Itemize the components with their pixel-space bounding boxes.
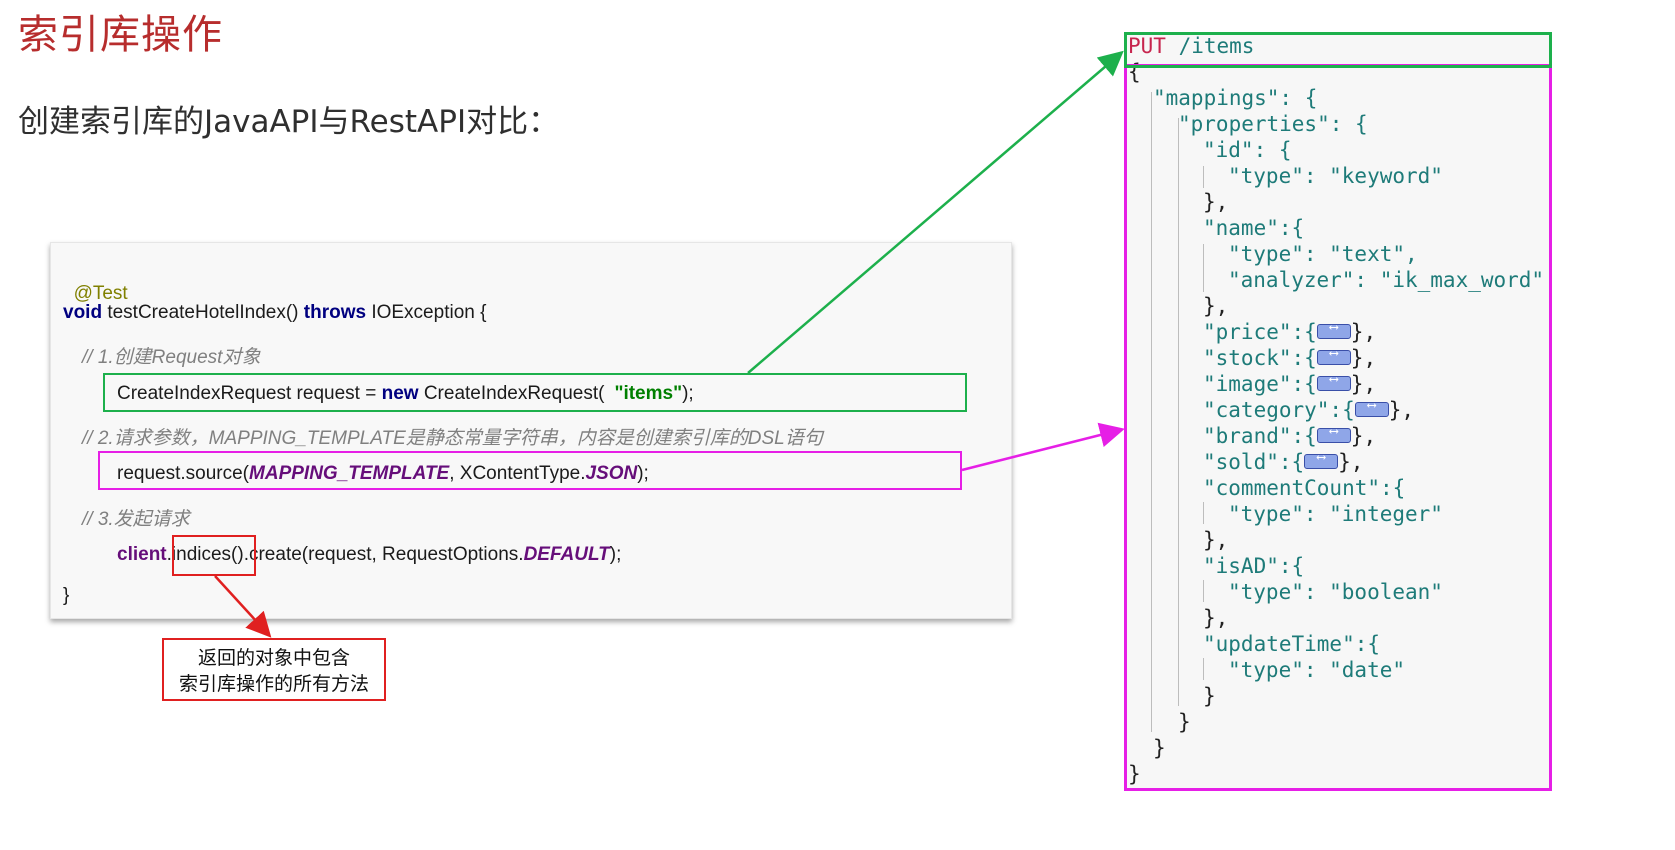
test-annotation: @Test [73, 283, 128, 304]
json-close: }, [1388, 398, 1415, 422]
json-key: "sold":{ [1203, 450, 1305, 474]
json-close: }, [1350, 320, 1377, 344]
json-key: "brand":{ [1203, 424, 1317, 448]
code-line-client-call: client.indices().create(request, Request… [117, 544, 621, 566]
json-folded-image[interactable]: "image":{}, [1203, 372, 1377, 397]
code-segment: .indices().create(request, RequestOption… [166, 544, 524, 565]
json-line: "type": "boolean" [1228, 580, 1443, 604]
rest-request-highlight-box [1124, 32, 1552, 68]
json-line: "properties": { [1178, 112, 1368, 136]
callout-line-1: 返回的对象中包含 [197, 647, 350, 669]
code-line-signature: void testCreateHotelIndex() throws IOExc… [63, 302, 486, 324]
collapsed-fold-icon[interactable] [1316, 320, 1351, 339]
code-segment: CreateIndexRequest request = [117, 383, 382, 404]
indices-callout: 返回的对象中包含 索引库操作的所有方法 [162, 638, 386, 701]
indent-guide [1203, 502, 1204, 524]
json-line: "name":{ [1203, 216, 1305, 240]
items-string: "items" [614, 383, 683, 404]
method-name: testCreateHotelIndex() [102, 302, 304, 323]
json-close: }, [1350, 424, 1377, 448]
json-folded-brand[interactable]: "brand":{}, [1203, 424, 1377, 449]
slide-subtitle: 创建索引库的JavaAPI与RestAPI对比： [18, 104, 560, 140]
source-highlight-box [98, 451, 962, 490]
code-segment: ); [637, 463, 649, 484]
json-line: "type": "text", [1228, 242, 1418, 266]
json-close: }, [1350, 346, 1377, 370]
code-line-annotation: @Test [63, 261, 128, 305]
rest-dsl-panel [1124, 32, 1552, 790]
json-line: }, [1203, 190, 1229, 214]
rest-request-line: PUT /items [1128, 34, 1254, 58]
collapsed-fold-icon[interactable] [1304, 450, 1339, 469]
json-key: "stock":{ [1203, 346, 1317, 370]
json-folded-category[interactable]: "category":{}, [1203, 398, 1415, 423]
json-const: JSON [585, 463, 638, 484]
json-line: "type": "date" [1228, 658, 1406, 682]
json-line: "analyzer": "ik_max_word" [1228, 268, 1545, 292]
json-line: "mappings": { [1153, 86, 1318, 110]
default-const: DEFAULT [523, 544, 610, 565]
json-line: "commentCount":{ [1203, 476, 1406, 500]
collapsed-fold-icon[interactable] [1316, 424, 1351, 443]
collapsed-fold-icon[interactable] [1316, 346, 1351, 365]
throws-keyword: throws [303, 302, 367, 323]
mapping-template-const: MAPPING_TEMPLATE [249, 463, 450, 484]
collapsed-fold-icon[interactable] [1316, 372, 1351, 391]
indent-guide [1203, 658, 1204, 680]
http-verb: PUT [1128, 34, 1166, 58]
json-key: "image":{ [1203, 372, 1317, 396]
json-folded-price[interactable]: "price":{}, [1203, 320, 1377, 345]
json-line: } [1128, 762, 1141, 786]
json-line: }, [1203, 606, 1229, 630]
collapsed-fold-icon[interactable] [1354, 398, 1389, 417]
code-comment-3: // 3.发起请求 [82, 509, 190, 530]
json-folded-sold[interactable]: "sold":{}, [1203, 450, 1364, 475]
json-close: }, [1350, 372, 1377, 396]
json-close: }, [1338, 450, 1364, 474]
indent-guide [1203, 580, 1204, 602]
callout-line-2: 索引库操作的所有方法 [178, 673, 369, 695]
request-path: /items [1178, 34, 1255, 58]
slide-title: 索引库操作 [18, 12, 223, 58]
code-segment: CreateIndexRequest( [418, 383, 605, 404]
code-segment: ); [609, 544, 622, 565]
exception-type: IOException { [366, 302, 487, 323]
code-segment: request.source( [117, 463, 250, 484]
json-line: "type": "keyword" [1228, 164, 1443, 188]
json-line: "type": "integer" [1228, 502, 1443, 526]
indent-guide [1203, 244, 1204, 292]
new-keyword: new [381, 383, 419, 404]
indent-guide [1178, 118, 1179, 706]
json-line: "updateTime":{ [1203, 632, 1381, 656]
indent-guide [1151, 92, 1152, 732]
json-folded-stock[interactable]: "stock":{}, [1203, 346, 1377, 371]
json-line: } [1153, 736, 1166, 760]
json-line: "isAD":{ [1203, 554, 1305, 578]
code-closing-brace: } [63, 585, 70, 606]
code-line-source: request.source(MAPPING_TEMPLATE, XConten… [117, 463, 649, 485]
indices-highlight-box [172, 535, 256, 576]
code-comment-2: // 2.请求参数，MAPPING_TEMPLATE是静态常量字符串，内容是创建… [82, 428, 823, 449]
client-field: client [117, 544, 167, 565]
json-line: } [1203, 684, 1216, 708]
json-key: "price":{ [1203, 320, 1317, 344]
json-line: }, [1203, 294, 1229, 318]
create-request-highlight-box [103, 373, 967, 412]
json-key: "category":{ [1203, 398, 1355, 422]
json-line: } [1178, 710, 1191, 734]
void-keyword: void [63, 302, 103, 323]
code-segment: , XContentType. [449, 463, 586, 484]
code-comment-1: // 1.创建Request对象 [82, 347, 261, 368]
json-line: "id": { [1203, 138, 1292, 162]
rest-body-highlight-box [1124, 64, 1552, 791]
indent-guide [1203, 166, 1204, 188]
json-line: }, [1203, 528, 1229, 552]
code-line-create-request: CreateIndexRequest request = new CreateI… [117, 383, 694, 405]
code-segment: ); [682, 383, 694, 404]
